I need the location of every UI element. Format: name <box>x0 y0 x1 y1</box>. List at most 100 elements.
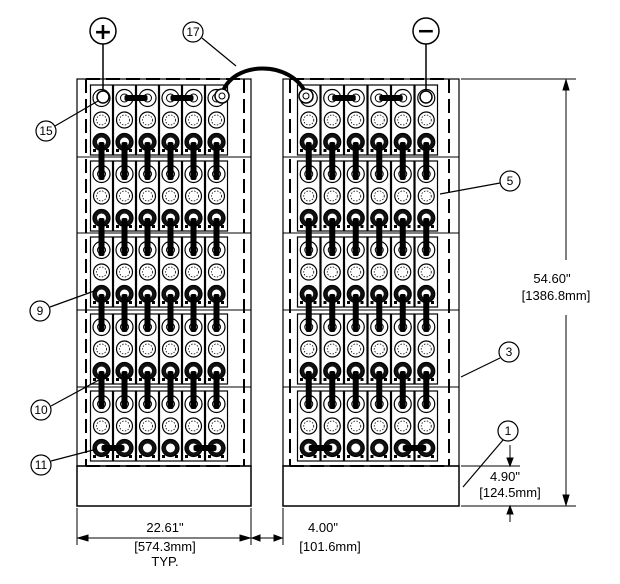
base-inches: 4.90" <box>490 469 520 484</box>
vertical-connector <box>305 142 312 180</box>
intercell-connectors <box>98 95 430 451</box>
vertical-connector <box>423 142 430 180</box>
width-inches: 22.61" <box>146 520 184 535</box>
vertical-connector <box>213 294 220 332</box>
callout-17-label: 17 <box>186 25 200 39</box>
vertical-connector <box>423 218 430 256</box>
vertical-connector <box>329 371 336 409</box>
battery-cell <box>390 84 415 156</box>
vertical-connector <box>352 371 359 409</box>
vertical-connector <box>121 294 128 332</box>
top-bus-bar <box>332 95 356 101</box>
vertical-connector <box>167 294 174 332</box>
inter-stack-cable <box>220 66 308 95</box>
gap-inches: 4.00" <box>308 520 338 535</box>
callout-5-label: 5 <box>507 174 514 188</box>
vertical-connector <box>305 218 312 256</box>
bottom-bus-bar <box>101 445 125 451</box>
callout-11-label: 11 <box>35 458 48 472</box>
vertical-connector <box>213 371 220 409</box>
callout-9 <box>29 300 51 322</box>
battery-cell <box>367 390 392 462</box>
vertical-connector <box>213 142 220 180</box>
width-mm: [574.3mm] <box>134 539 195 554</box>
top-bus-bar <box>379 95 403 101</box>
vertical-connector <box>121 142 128 180</box>
vertical-connector <box>98 371 105 409</box>
vertical-connector <box>190 294 197 332</box>
callout-1 <box>497 420 519 442</box>
vertical-connector <box>167 218 174 256</box>
vertical-connector <box>190 142 197 180</box>
callout-11 <box>30 454 52 476</box>
height-dimension <box>461 78 576 507</box>
left-base <box>76 465 252 507</box>
vertical-connector <box>167 371 174 409</box>
battery-cell <box>89 236 114 308</box>
callout-10-label: 10 <box>34 403 48 417</box>
vertical-connector <box>399 294 406 332</box>
vertical-connector <box>305 294 312 332</box>
callout-5 <box>499 170 521 192</box>
height-inches: 54.60" <box>533 271 571 286</box>
battery-cell <box>158 390 183 462</box>
positive-symbol: + <box>94 20 112 45</box>
vertical-connector <box>376 142 383 180</box>
vertical-connector <box>329 218 336 256</box>
negative-terminal: − <box>412 17 440 104</box>
vertical-connector <box>376 294 383 332</box>
top-bus-bar <box>124 95 148 101</box>
vertical-connector <box>121 371 128 409</box>
battery-cell <box>320 390 345 462</box>
battery-cell <box>89 313 114 385</box>
vertical-connector <box>98 218 105 256</box>
callout-15 <box>35 120 57 142</box>
left-stack <box>76 78 252 507</box>
vertical-connector <box>399 218 406 256</box>
vertical-connector <box>305 371 312 409</box>
vertical-connector <box>213 218 220 256</box>
battery-cell <box>296 390 321 462</box>
vertical-connector <box>190 218 197 256</box>
battery-cell <box>390 390 415 462</box>
vertical-connector <box>423 294 430 332</box>
top-bus-bar <box>170 95 194 101</box>
vertical-connector <box>376 371 383 409</box>
battery-cells <box>89 84 439 462</box>
vertical-connector <box>98 294 105 332</box>
vertical-connector <box>144 142 151 180</box>
battery-cell <box>112 390 137 462</box>
vertical-connector <box>121 218 128 256</box>
battery-cell <box>367 160 392 232</box>
vertical-connector <box>329 142 336 180</box>
vertical-connector <box>190 371 197 409</box>
callout-17 <box>182 21 204 43</box>
vertical-connector <box>376 218 383 256</box>
right-base <box>282 465 460 507</box>
vertical-connector <box>98 142 105 180</box>
callout-3 <box>498 341 520 363</box>
vertical-connector <box>352 294 359 332</box>
battery-cell <box>320 84 345 156</box>
callout-10 <box>30 399 52 421</box>
battery-cell <box>414 313 439 385</box>
callout-15-label: 15 <box>39 124 53 138</box>
positive-terminal: + <box>89 17 117 104</box>
height-mm: [1386.8mm] <box>522 288 591 303</box>
gap-dimension <box>250 508 284 545</box>
gap-mm: [101.6mm] <box>299 539 360 554</box>
vertical-connector <box>144 294 151 332</box>
vertical-connector <box>399 371 406 409</box>
bottom-bus-bar <box>308 445 333 451</box>
vertical-connector <box>399 142 406 180</box>
bottom-bus-bar <box>193 445 217 451</box>
vertical-connector <box>352 218 359 256</box>
right-stack <box>282 78 460 507</box>
bottom-bus-bar <box>402 445 427 451</box>
width-typ-note: TYP. <box>151 554 178 569</box>
negative-symbol: − <box>417 19 435 44</box>
width-dimension <box>76 508 252 545</box>
base-mm: [124.5mm] <box>479 485 540 500</box>
vertical-connector <box>144 371 151 409</box>
